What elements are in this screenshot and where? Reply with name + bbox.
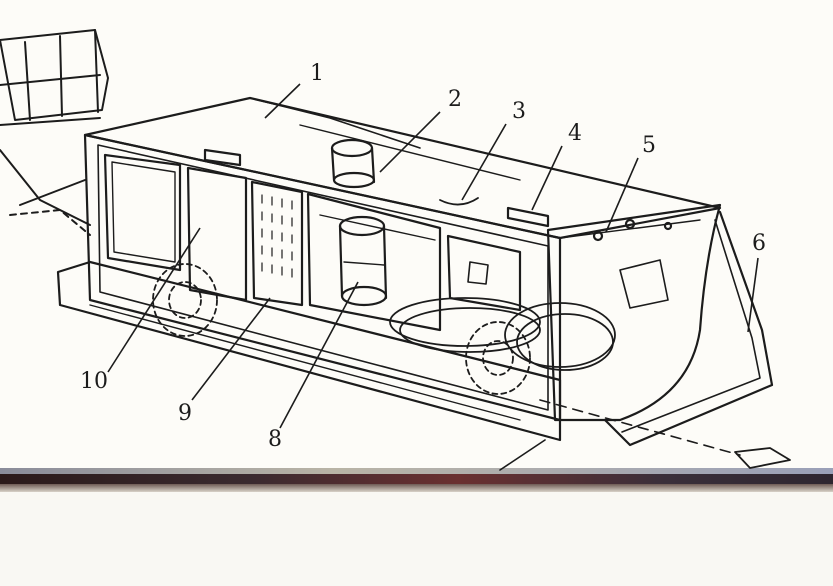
right-wheel bbox=[465, 321, 531, 395]
callout-label-9: 9 bbox=[178, 401, 192, 426]
second-panel bbox=[186, 166, 248, 302]
left-window bbox=[103, 153, 182, 272]
coiled-hose bbox=[389, 297, 616, 371]
leader-line-4 bbox=[531, 145, 563, 211]
left-wheel bbox=[152, 263, 218, 337]
leader-line-3 bbox=[461, 123, 507, 201]
leader-line-10 bbox=[107, 227, 201, 373]
hitch bbox=[734, 447, 791, 469]
scan-edge-dark bbox=[0, 474, 833, 484]
tow-bar bbox=[603, 210, 774, 447]
figure-area bbox=[0, 0, 833, 474]
leader-line-9 bbox=[191, 297, 271, 401]
roof-chimney bbox=[330, 138, 376, 189]
right-gauge-panel bbox=[446, 234, 522, 312]
rear-bin bbox=[546, 203, 722, 422]
callout-label-10: 10 bbox=[80, 369, 108, 394]
gas-cylinder bbox=[338, 215, 388, 307]
callout-label-3: 3 bbox=[512, 99, 526, 124]
leader-line-2 bbox=[379, 111, 441, 173]
base-skid bbox=[56, 260, 562, 442]
scan-edge-light bbox=[0, 468, 833, 474]
leader-line-1 bbox=[264, 83, 301, 119]
callout-label-1: 1 bbox=[310, 61, 324, 86]
tow-axis bbox=[539, 399, 741, 456]
leader-line-8 bbox=[279, 281, 359, 429]
callout-label-2: 2 bbox=[448, 87, 462, 112]
grille-panel bbox=[250, 180, 304, 307]
scan-edge-shadow bbox=[0, 484, 833, 492]
blank-lower-margin bbox=[0, 492, 833, 586]
callout-label-5: 5 bbox=[642, 133, 656, 158]
center-bay bbox=[306, 192, 442, 332]
leader-line-5 bbox=[605, 157, 639, 233]
callout-label-6: 6 bbox=[752, 231, 766, 256]
roof-plate bbox=[506, 206, 550, 228]
background-cage bbox=[0, 29, 109, 236]
leader-line-6 bbox=[747, 257, 759, 333]
callout-label-8: 8 bbox=[268, 427, 282, 452]
roof-handle bbox=[203, 148, 242, 167]
callout-label-4: 4 bbox=[568, 121, 582, 146]
trailer-diagram: 1 2 3 4 5 6 8 9 10 bbox=[0, 29, 791, 471]
